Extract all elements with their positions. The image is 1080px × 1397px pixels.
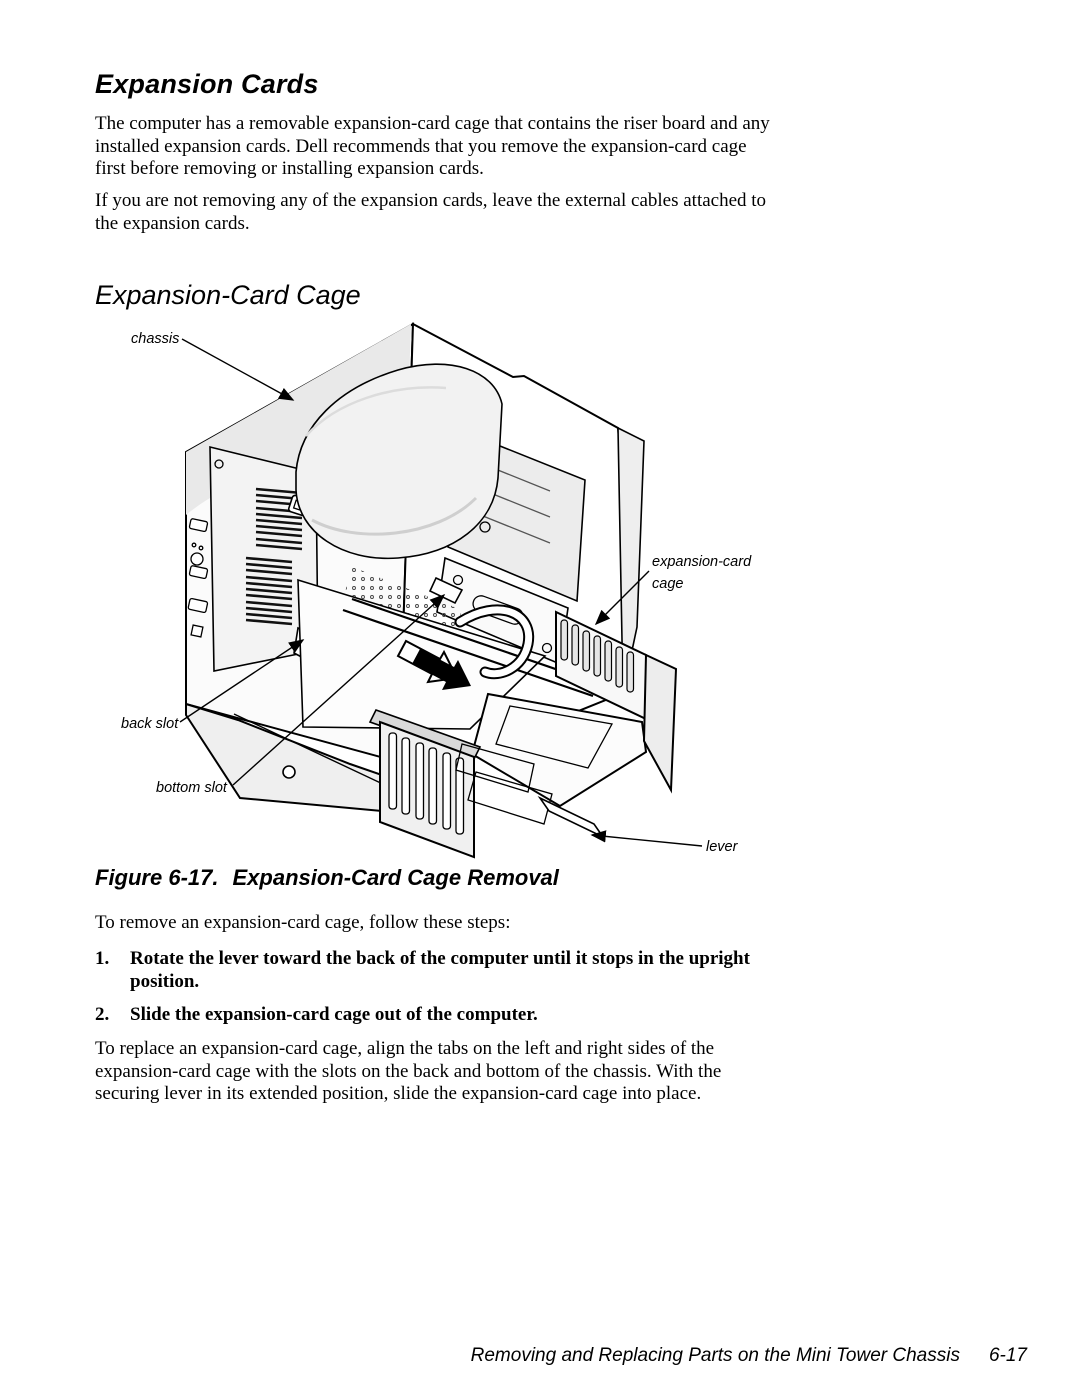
chassis-screw-hole — [214, 459, 224, 469]
figure-caption-title: Expansion-Card Cage Removal — [232, 865, 559, 890]
expansion-card-cage-drawing — [368, 610, 678, 859]
paragraph-external-cables: If you are not removing any of the expan… — [95, 190, 767, 234]
step-1-number: 1. — [95, 948, 110, 969]
figure-6-17-illustration: chassis expansion-card cage back slot bo… — [121, 322, 752, 859]
vent-slats-upper — [255, 487, 303, 551]
chassis-leader-line — [181, 338, 295, 401]
lever-leader-line — [590, 830, 703, 847]
paragraph-riser-board: The computer has a removable expansion-c… — [95, 113, 770, 180]
paragraph-steps-intro: To remove an expansion-card cage, follow… — [95, 912, 511, 933]
section-heading: Expansion Cards — [95, 69, 319, 99]
power-supply-shroud — [295, 363, 503, 560]
subsection-heading: Expansion-Card Cage — [95, 280, 361, 310]
step-1: 1. Rotate the lever toward the back of t… — [95, 948, 762, 993]
rear-port-connectors — [187, 518, 209, 638]
vent-slats-lower — [245, 556, 293, 626]
figure-caption: Figure 6-17. Expansion-Card Cage Removal — [95, 865, 559, 890]
shroud-highlight-lower — [311, 496, 478, 536]
figure-label-back-slot: back slot — [121, 716, 179, 732]
cage-card-guide-2 — [467, 771, 553, 825]
stand-inner-edge — [233, 713, 403, 794]
cage-leader-line — [594, 570, 650, 626]
bottom-slot-tab — [428, 576, 464, 605]
footer-title: Removing and Replacing Parts on the Mini… — [470, 1345, 960, 1366]
figure-label-expansion-card-cage-line1: expansion-card — [652, 554, 752, 570]
figure-label-lever: lever — [706, 839, 739, 855]
cage-lever — [537, 795, 606, 840]
ribbon-cable — [456, 606, 533, 678]
shroud-highlight-upper — [305, 386, 447, 437]
cage-floor-panel — [495, 705, 614, 769]
bottom-slot-leader-line — [232, 593, 446, 786]
drive-cage-screw — [479, 521, 491, 533]
cage-bracket-fins — [388, 732, 465, 835]
back-slot-leader-line — [179, 639, 305, 723]
cage-floor — [470, 692, 648, 808]
cage-card-guide-1 — [455, 743, 535, 793]
figure-caption-number: Figure 6-17. — [95, 865, 219, 890]
step-2-text: Slide the expansion-card cage out of the… — [130, 1004, 538, 1025]
stand-foot — [282, 765, 296, 779]
page-footer: Removing and Replacing Parts on the Mini… — [471, 1345, 1027, 1368]
cage-right-wall — [642, 653, 678, 794]
step-2: 2. Slide the expansion-card cage out of … — [95, 1004, 762, 1027]
figure-label-expansion-card-cage-line2: cage — [652, 576, 683, 592]
figure-label-bottom-slot: bottom slot — [156, 780, 228, 796]
paragraph-replace-cage: To replace an expansion-card cage, align… — [95, 1038, 722, 1105]
footer-page-number: 6-17 — [988, 1345, 1027, 1366]
bracket-screw-left — [452, 574, 464, 586]
step-1-text: Rotate the lever toward the back of the … — [130, 948, 750, 992]
cage-slot-fingers — [560, 619, 635, 693]
step-2-number: 2. — [95, 1004, 110, 1025]
chassis-right-frame — [617, 426, 645, 694]
bracket-screw-right — [541, 642, 553, 654]
slide-direction-arrow — [412, 649, 471, 690]
figure-label-chassis: chassis — [131, 331, 179, 347]
figure-leader-lines — [179, 338, 703, 847]
